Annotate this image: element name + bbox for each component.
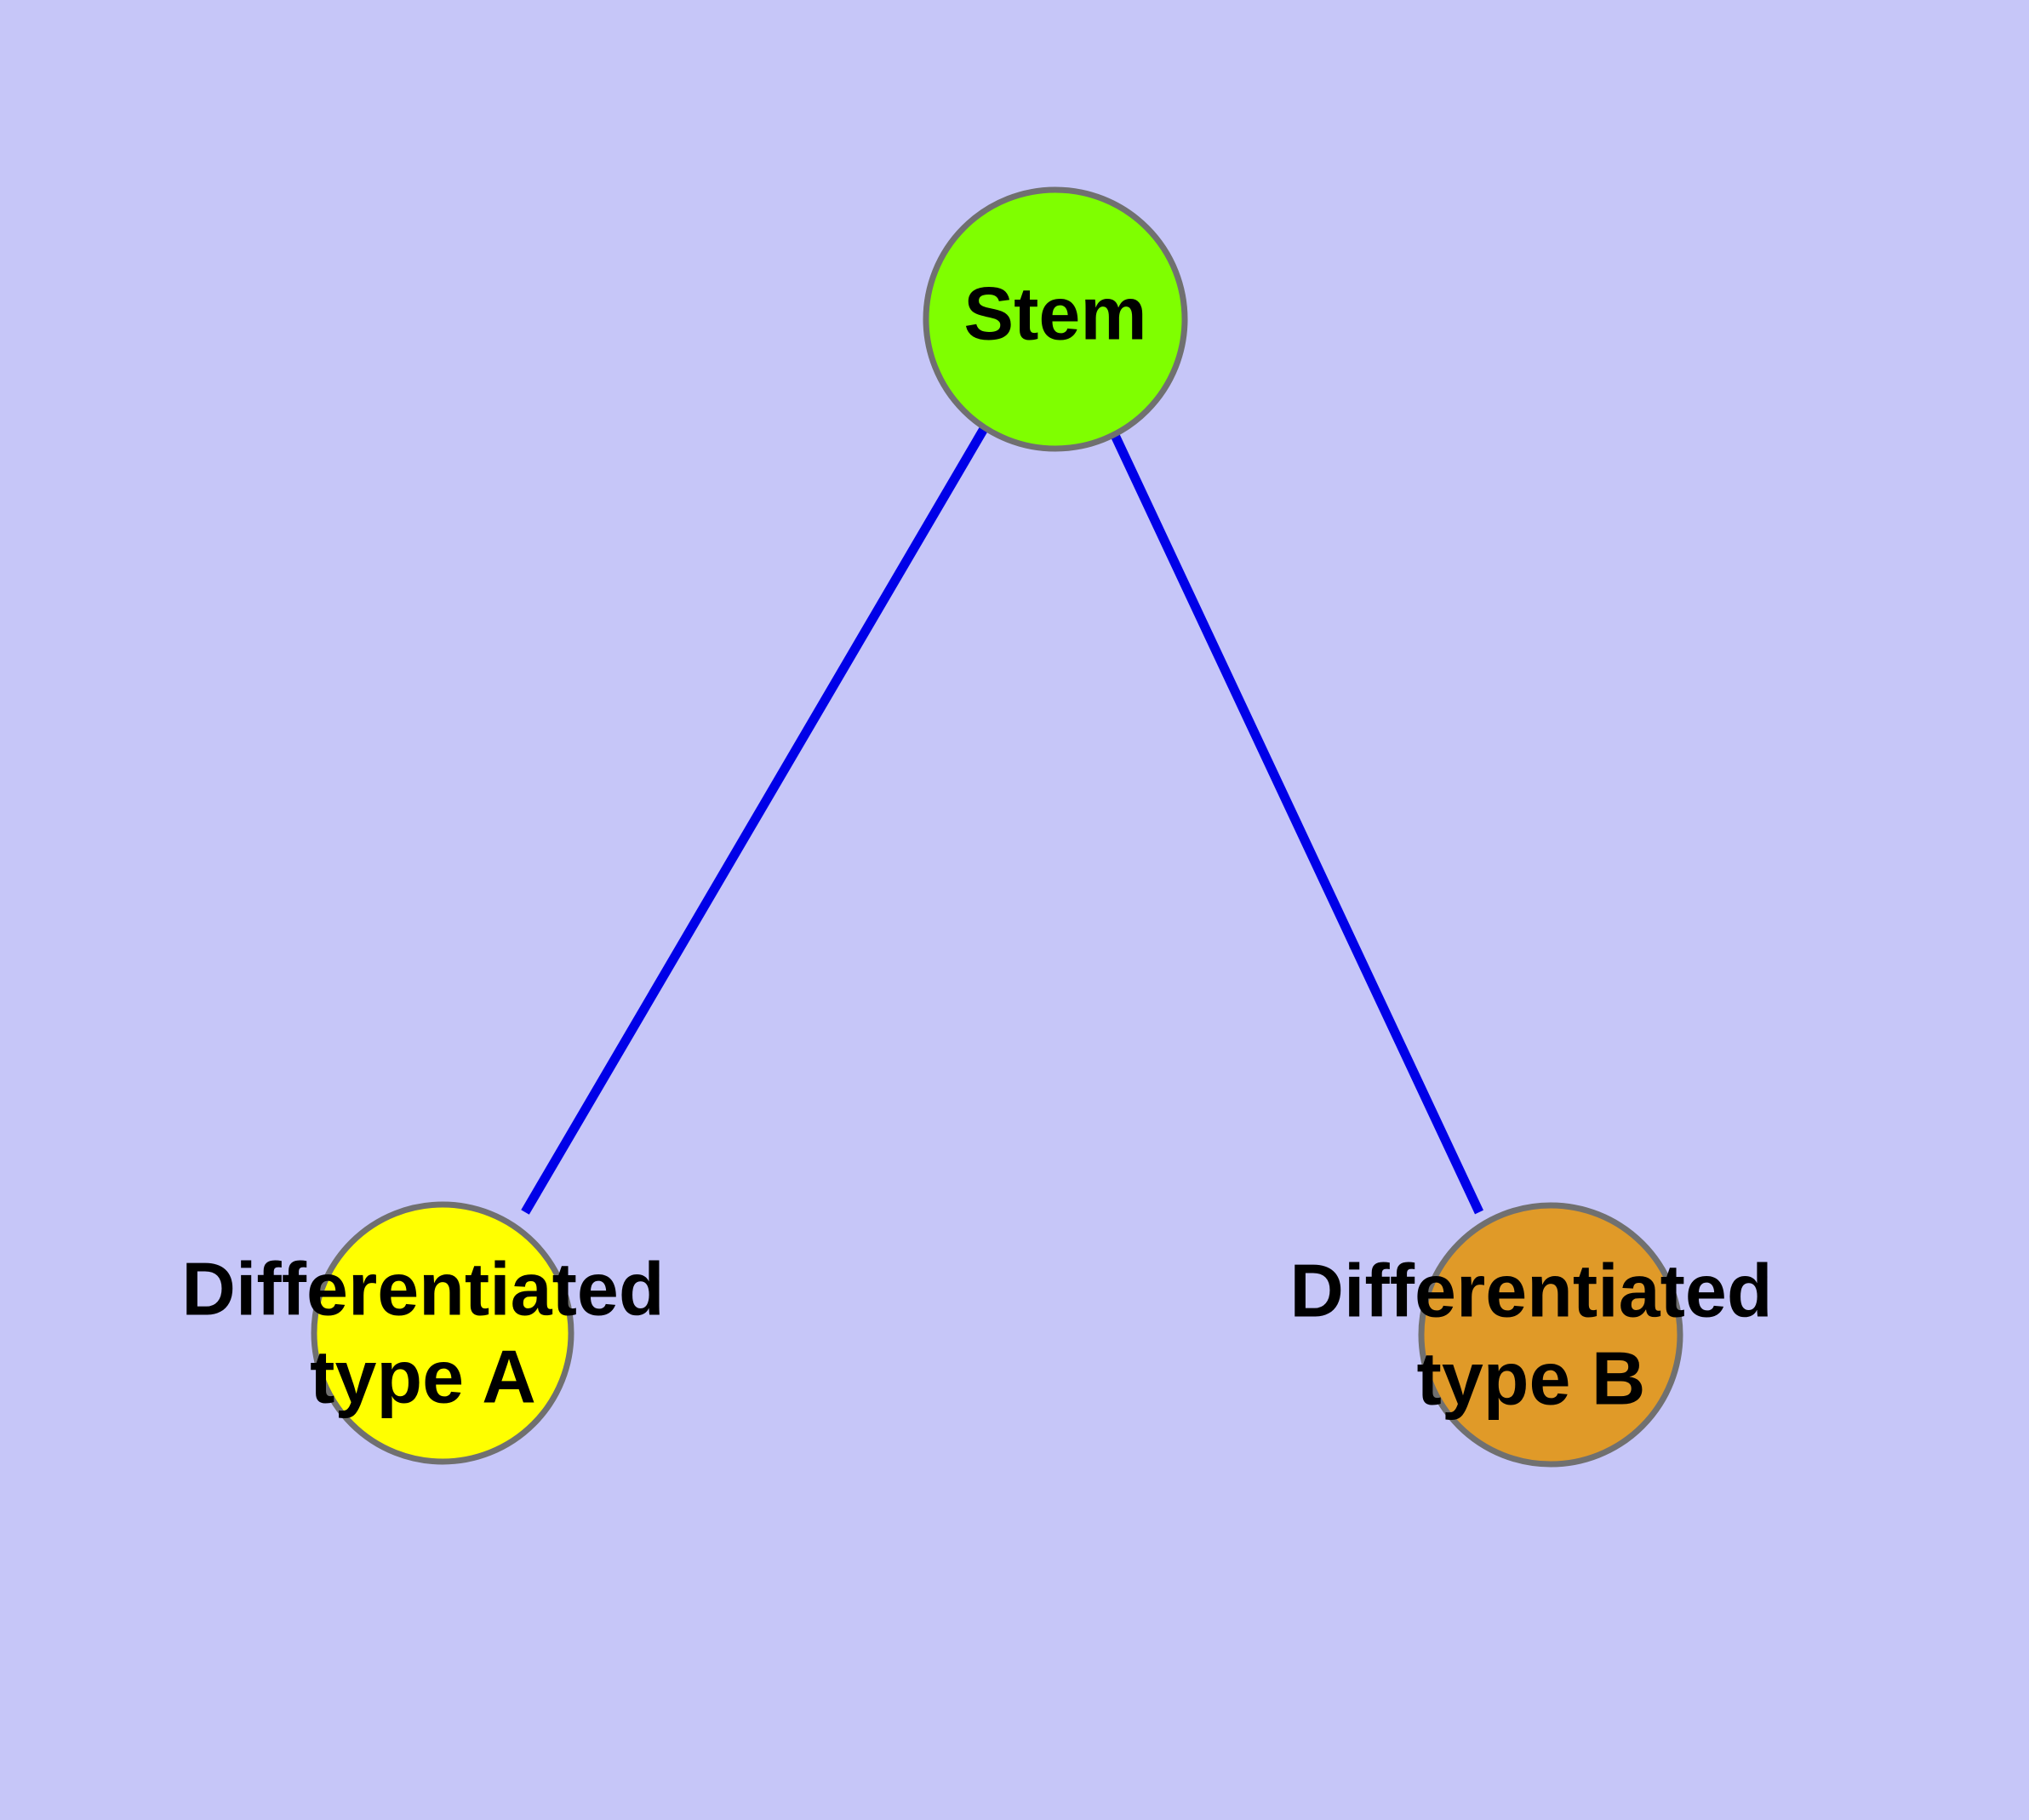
node-label-differentiated-type-b-line2: type B bbox=[1417, 1336, 1646, 1420]
edge-stem-to-differentiated-type-b[interactable] bbox=[1109, 429, 1483, 1215]
edge-stem-to-differentiated-type-a[interactable] bbox=[521, 425, 989, 1215]
nodes-layer bbox=[311, 186, 1683, 1468]
labels-layer: Stem Differentiated type A Differentiate… bbox=[181, 271, 1772, 1420]
node-label-stem: Stem bbox=[963, 271, 1146, 355]
node-differentiated-type-b[interactable] bbox=[1418, 1202, 1683, 1468]
edges-layer bbox=[521, 425, 1483, 1215]
node-label-differentiated-type-a-line1: Differentiated bbox=[181, 1246, 664, 1331]
node-label-differentiated-type-b-line1: Differentiated bbox=[1289, 1248, 1772, 1332]
node-differentiated-type-a[interactable] bbox=[311, 1201, 574, 1465]
node-label-differentiated-type-a-line2: type A bbox=[310, 1334, 536, 1418]
node-stem[interactable] bbox=[923, 186, 1188, 452]
